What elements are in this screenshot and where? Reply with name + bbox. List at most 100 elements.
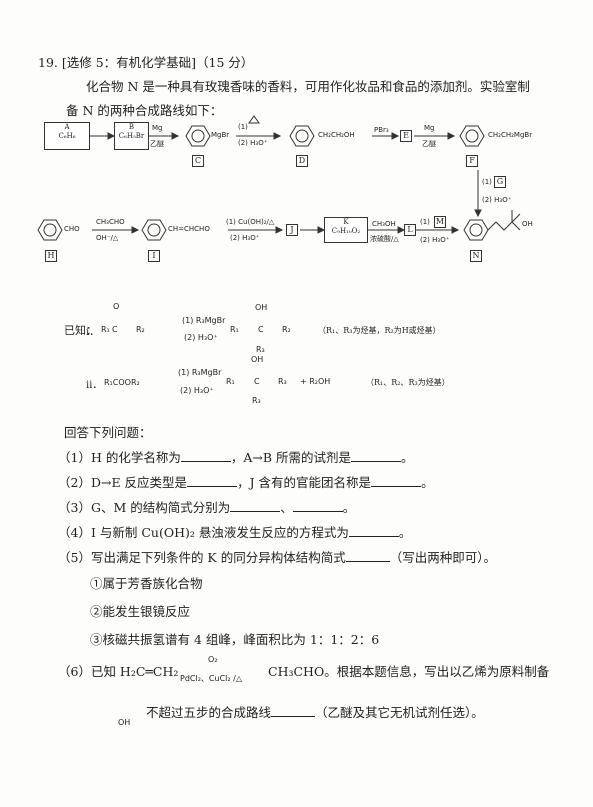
known-i-index: ⅰ． <box>86 327 100 338</box>
q2-text-b: ，J 含有的官能团名称是 <box>237 475 372 490</box>
condition-1: ①属于芳香族化合物 <box>90 576 203 591</box>
reagent-fn-2: (2) H₃O⁺ <box>482 196 512 204</box>
known-i-product-r3: R₃ <box>256 345 265 354</box>
d-group: CH₂CH₂OH <box>318 131 355 139</box>
question-3: （3）G、M 的结构简式分别为 、 。 <box>58 497 355 516</box>
label-i: I <box>148 250 160 262</box>
label-n: N <box>470 250 482 262</box>
known-label: 已知： <box>64 324 97 337</box>
q2-period: 。 <box>421 475 434 490</box>
reagent-ln-2: (2) H₃O⁺ <box>420 236 450 244</box>
q3-text-a: （3）G、M 的结构简式分别为 <box>58 500 231 515</box>
reagent-kl-bottom: 浓硫酸/△ <box>370 235 399 243</box>
question-5: （5）写出满足下列条件的 K 的同分异构体结构简式 （写出两种即可）。 <box>58 547 496 566</box>
label-j: J <box>286 224 298 236</box>
compound-k-box: K C₉H₁₀O₂ <box>324 217 368 243</box>
compound-a-formula: C₆H₆ <box>58 132 76 140</box>
n-oh: OH <box>522 220 533 228</box>
q6-blank[interactable] <box>271 716 316 717</box>
q2-blank-1[interactable] <box>187 486 238 487</box>
q1-blank-1[interactable] <box>180 461 231 462</box>
known-i-r2: R₂ <box>136 325 145 334</box>
known-ii-product-r3: R₃ <box>278 377 287 386</box>
q1-blank-2[interactable] <box>351 461 401 462</box>
reagent-hi-bottom: OH⁻/△ <box>96 234 119 242</box>
compound-b-formula: C₆H₅Br <box>118 132 145 140</box>
i-group: CH=CHCHO <box>168 225 210 233</box>
q6-text-c: 不超过五步的合成路线 <box>146 705 272 720</box>
known-ii-plus: + R₂OH <box>300 377 331 386</box>
reagent-cd-top: (1) <box>238 123 248 131</box>
q2-text-a: （2）D→E 反应类型是 <box>58 475 188 490</box>
known-i-product-c: C <box>258 325 264 334</box>
label-f: F <box>466 155 478 167</box>
reagent-de: PBr₃ <box>374 126 389 134</box>
reagent-ln-1: (1) <box>420 218 430 226</box>
known-i-c: C <box>112 325 118 334</box>
compound-k-name: K <box>343 218 349 226</box>
q5-text-a: （5）写出满足下列条件的 K 的同分异构体结构简式 <box>58 550 346 565</box>
q6-reagent-bottom: PdCl₂、CuCl₂ /△ <box>180 674 242 683</box>
h-group: CHO <box>64 225 80 233</box>
reagent-kl-top: CH₃OH <box>372 220 396 228</box>
q2-blank-2[interactable] <box>371 486 422 487</box>
label-e: E <box>400 130 412 142</box>
q3-period: 。 <box>342 500 356 515</box>
known-ii-product-oh: OH <box>251 355 264 364</box>
reagent-hi-top: CH₃CHO <box>96 218 125 226</box>
reagent-bc-top: Mg <box>152 124 163 132</box>
compound-k-formula: C₉H₁₀O₂ <box>331 227 361 235</box>
reagent-ij-bottom: (2) H₃O⁺ <box>230 234 260 242</box>
condition-2: ②能发生银镜反应 <box>90 604 191 619</box>
compound-b-name: B <box>128 123 135 131</box>
c-mgbr: MgBr <box>211 131 230 139</box>
known-i-reagent-top: (1) R₃MgBr <box>182 316 226 325</box>
q3-blank-1[interactable] <box>230 511 281 512</box>
label-m: M <box>434 216 446 228</box>
q6-text-d: （乙醚及其它无机试剂任选）。 <box>315 705 484 720</box>
label-c: C <box>192 155 204 167</box>
known-i-product-oh: OH <box>255 303 268 312</box>
compound-a-name: A <box>64 123 70 131</box>
reagent-fn-1: (1) <box>482 178 492 186</box>
label-l: L <box>404 224 416 236</box>
f-group: CH₂CH₂MgBr <box>488 131 533 139</box>
known-i-product-r2: R₂ <box>282 325 291 334</box>
q5-text-b: （写出两种即可）。 <box>389 550 497 565</box>
condition-3: ③核磁共振氢谱有 4 组峰，峰面积比为 1：1：2：6 <box>90 632 380 647</box>
known-i-o: O <box>113 302 120 311</box>
question-1: （1）H 的化学名称为 ，A→B 所需的试剂是 。 <box>58 447 414 466</box>
reagent-bc-bottom: 乙醚 <box>150 140 164 148</box>
reagent-ef-bottom: 乙醚 <box>422 140 436 148</box>
q3-separator: 、 <box>280 500 293 515</box>
q3-blank-2[interactable] <box>292 511 343 512</box>
question-6-line-2: 不超过五步的合成路线 （乙醚及其它无机试剂任选）。 <box>146 702 484 721</box>
known-i-reagent-bottom: (2) H₃O⁺ <box>184 333 218 342</box>
q4-blank[interactable] <box>348 536 399 537</box>
known-ii-reactant: R₁COOR₂ <box>104 378 140 387</box>
q6-target-oh: OH <box>118 718 131 727</box>
q4-text-a: （4）I 与新制 Cu(OH)₂ 悬浊液发生反应的方程式为 <box>58 525 349 540</box>
known-ii-note: （R₁、R₂、R₃为烃基） <box>366 378 450 387</box>
question-header: 19. [选修 5：有机化学基础]（15 分） <box>38 55 254 70</box>
q1-period: 。 <box>401 450 414 465</box>
q1-text-a: （1）H 的化学名称为 <box>58 450 181 465</box>
q4-period: 。 <box>398 525 412 540</box>
q1-text-b: ，A→B 所需的试剂是 <box>230 450 351 465</box>
known-ii-product-c: C <box>254 377 260 386</box>
answer-intro: 回答下列问题： <box>64 425 152 440</box>
intro-line-2: 备 N 的两种合成路线如下： <box>66 103 223 118</box>
known-ii-reagent-bottom: (2) H₃O⁺ <box>180 386 214 395</box>
known-i-product-r1: R₁ <box>230 325 239 334</box>
reagent-ij-top: (1) Cu(OH)₂/△ <box>226 218 275 226</box>
label-g: G <box>494 176 506 188</box>
reagent-cd-bottom: (2) H₃O⁺ <box>238 139 268 147</box>
question-4: （4）I 与新制 Cu(OH)₂ 悬浊液发生反应的方程式为 。 <box>58 522 411 541</box>
reagent-ef-top: Mg <box>424 124 435 132</box>
compound-a-box: A C₆H₆ <box>44 122 90 150</box>
known-ii-product-r1: R₁ <box>226 377 235 386</box>
known-i-note: （R₁、R₃为烃基，R₂为H或烃基） <box>318 326 441 335</box>
label-d: D <box>296 155 308 167</box>
question-2: （2）D→E 反应类型是 ，J 含有的官能团名称是 。 <box>58 472 434 491</box>
q5-blank[interactable] <box>345 561 390 562</box>
